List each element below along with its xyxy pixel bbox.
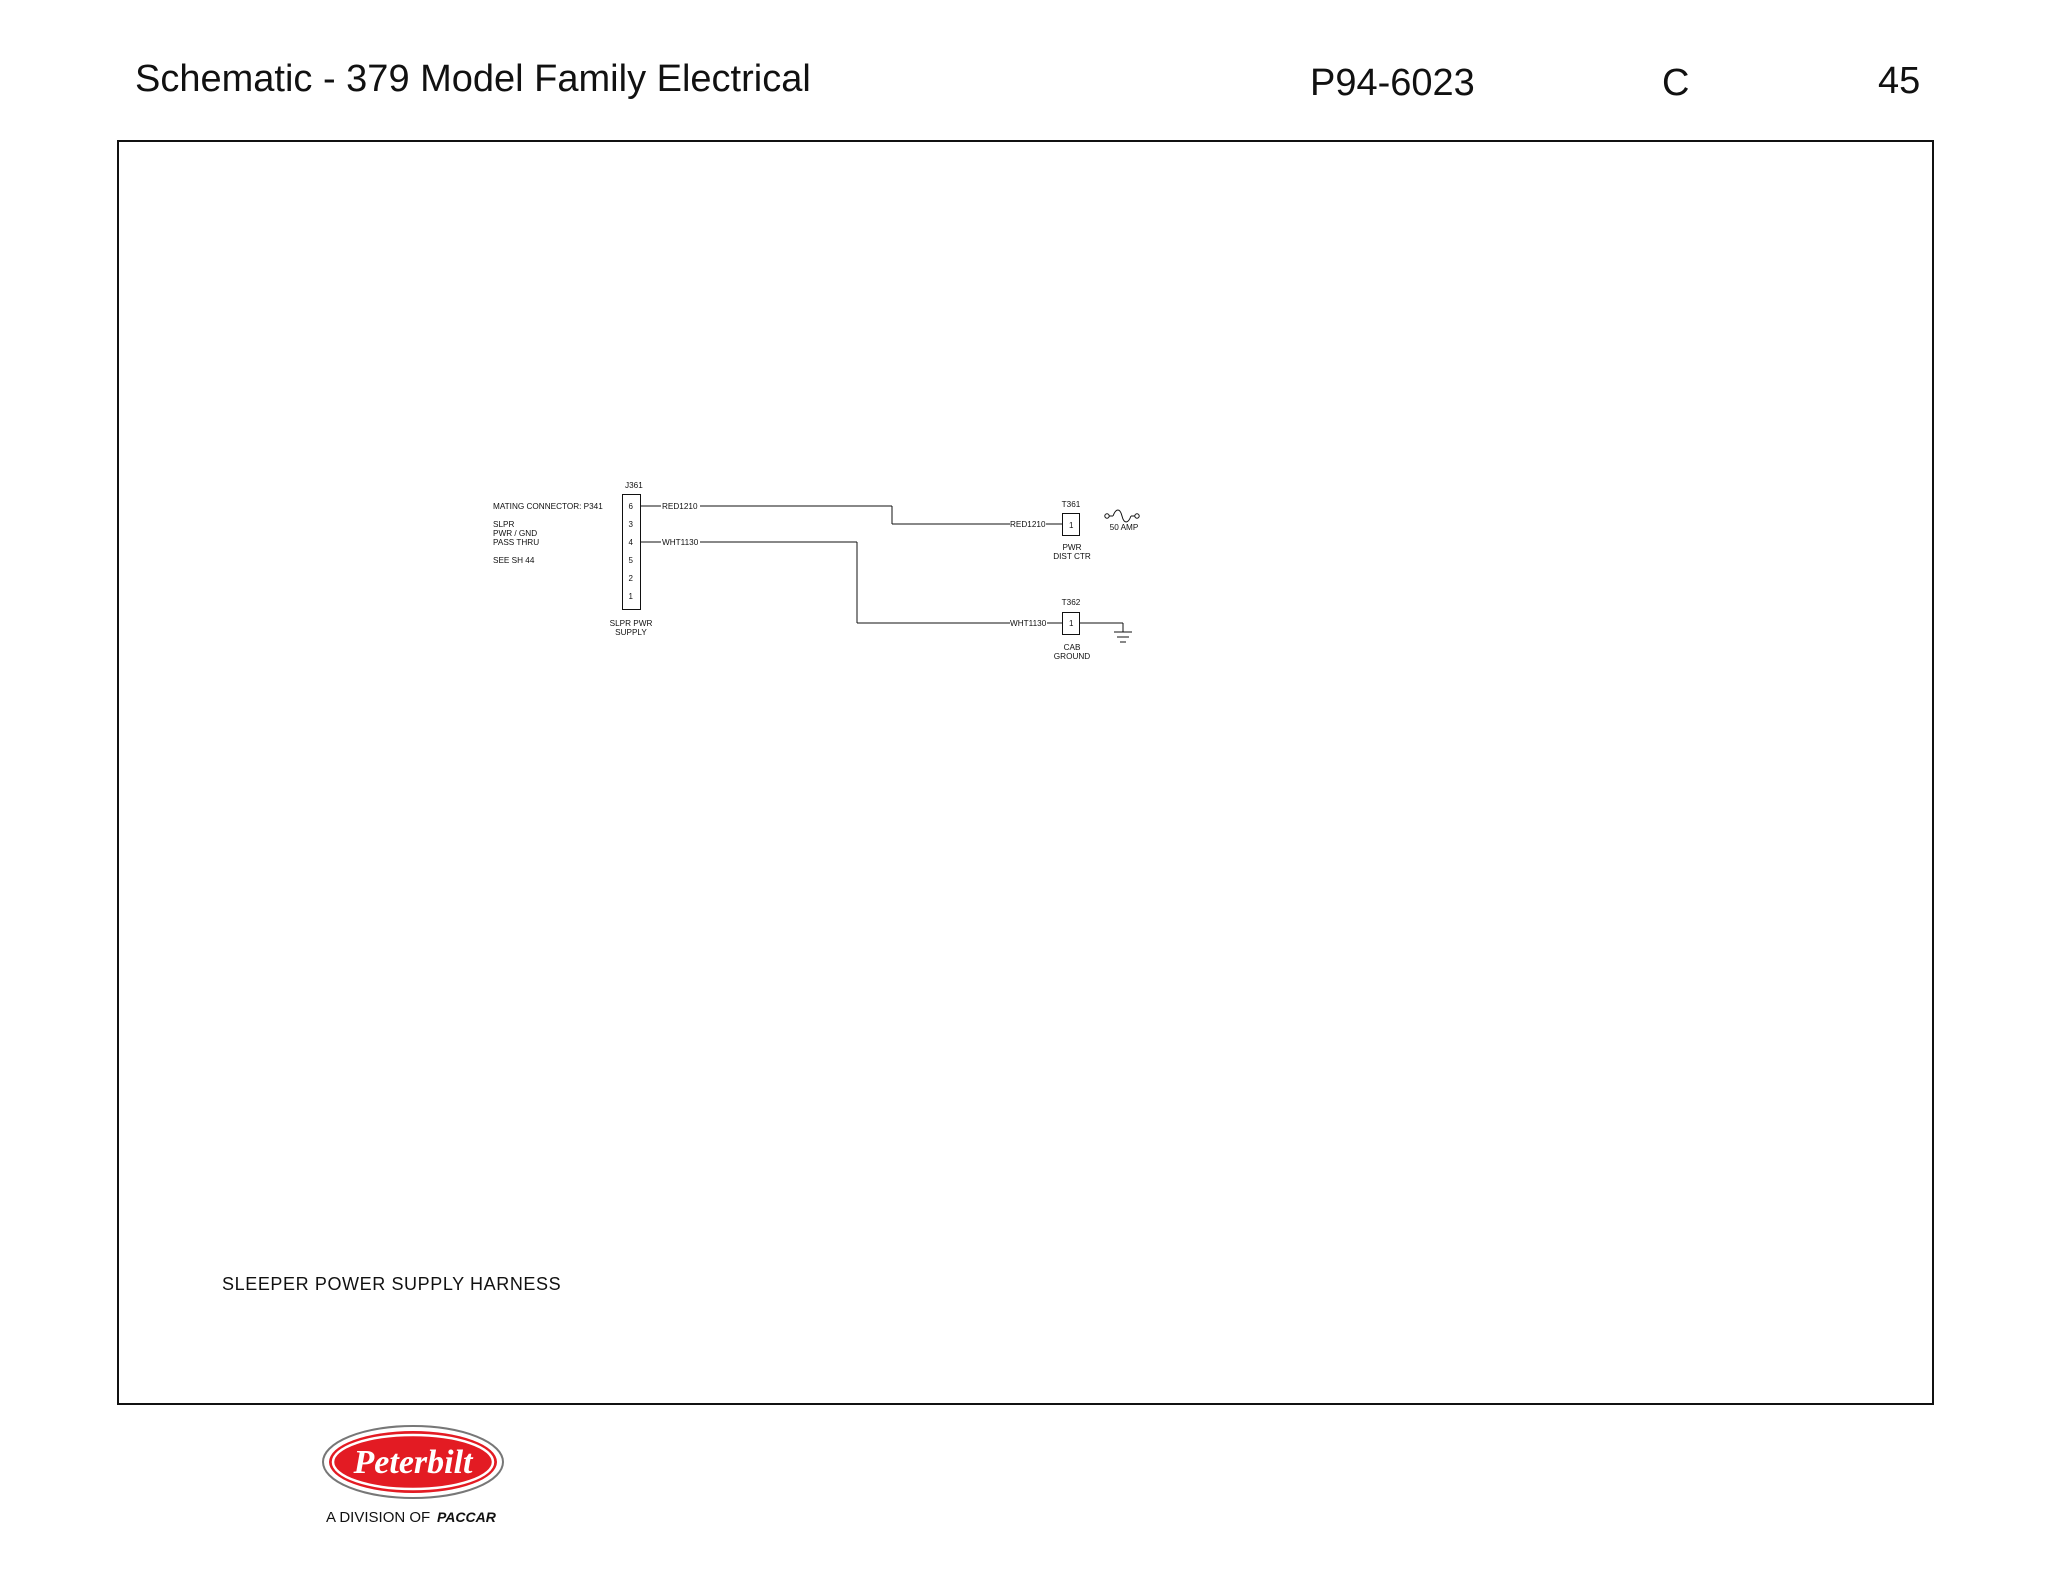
j361-id: J361 xyxy=(625,481,643,490)
page-number: 45 xyxy=(1878,60,1921,102)
t361-terminal-body xyxy=(1062,513,1080,536)
j361-pin-3: 3 xyxy=(629,520,634,529)
t361-label-line1: PWR xyxy=(1062,543,1081,552)
t361-label-line2: DIST CTR xyxy=(1053,552,1091,561)
j361-pin-1: 1 xyxy=(629,592,634,601)
j361-desc-line2: PWR / GND xyxy=(493,529,537,538)
harness-title: SLEEPER POWER SUPPLY HARNESS xyxy=(222,1274,562,1294)
t361-pin-1: 1 xyxy=(1069,521,1074,530)
ground-icon xyxy=(1080,622,1132,643)
wht1130-label-j361: WHT1130 xyxy=(662,538,699,547)
j361-connector-body xyxy=(622,494,641,610)
see-sheet-note: SEE SH 44 xyxy=(493,556,535,565)
j361-pin-2: 2 xyxy=(629,574,634,583)
t362-label-line1: CAB xyxy=(1064,643,1081,652)
drawing-frame xyxy=(117,140,1934,1405)
red1210-wire xyxy=(641,505,1062,525)
logo-parent: PACCAR xyxy=(437,1509,497,1525)
peterbilt-logo: Peterbilt A DIVISION OF PACCAR xyxy=(322,1425,504,1526)
j361-label-line1: SLPR PWR xyxy=(610,619,653,628)
red1210-label-j361: RED1210 xyxy=(662,502,698,511)
j361-pin-5: 5 xyxy=(629,556,634,565)
logo-tagline: A DIVISION OF xyxy=(326,1509,430,1526)
revision-letter: C xyxy=(1662,62,1690,104)
t362-terminal-body xyxy=(1062,612,1080,635)
fuse-icon xyxy=(1104,509,1140,523)
document-number: P94-6023 xyxy=(1310,62,1475,104)
t361-id: T361 xyxy=(1062,500,1081,509)
page-title: Schematic - 379 Model Family Electrical xyxy=(135,58,811,100)
j361-desc-line1: SLPR xyxy=(493,520,514,529)
t362-label-line2: GROUND xyxy=(1054,652,1090,661)
j361-pin-4: 4 xyxy=(629,538,634,547)
logo-oval-inner-ring xyxy=(331,1433,495,1491)
j361-pin-6: 6 xyxy=(629,502,634,511)
j361-desc-line3: PASS THRU xyxy=(493,538,539,547)
red1210-label-t361: RED1210 xyxy=(1010,520,1046,529)
t362-pin-1: 1 xyxy=(1069,619,1074,628)
wht1130-wire xyxy=(641,541,1062,624)
logo-oval-fill xyxy=(329,1431,497,1493)
fuse-rating-label: 50 AMP xyxy=(1110,523,1139,532)
t362-id: T362 xyxy=(1062,598,1081,607)
j361-label-line2: SUPPLY xyxy=(615,628,647,637)
logo-brand: Peterbilt xyxy=(353,1444,475,1481)
wht1130-label-t362: WHT1130 xyxy=(1010,619,1047,628)
mating-connector-note: MATING CONNECTOR: P341 xyxy=(493,502,603,511)
